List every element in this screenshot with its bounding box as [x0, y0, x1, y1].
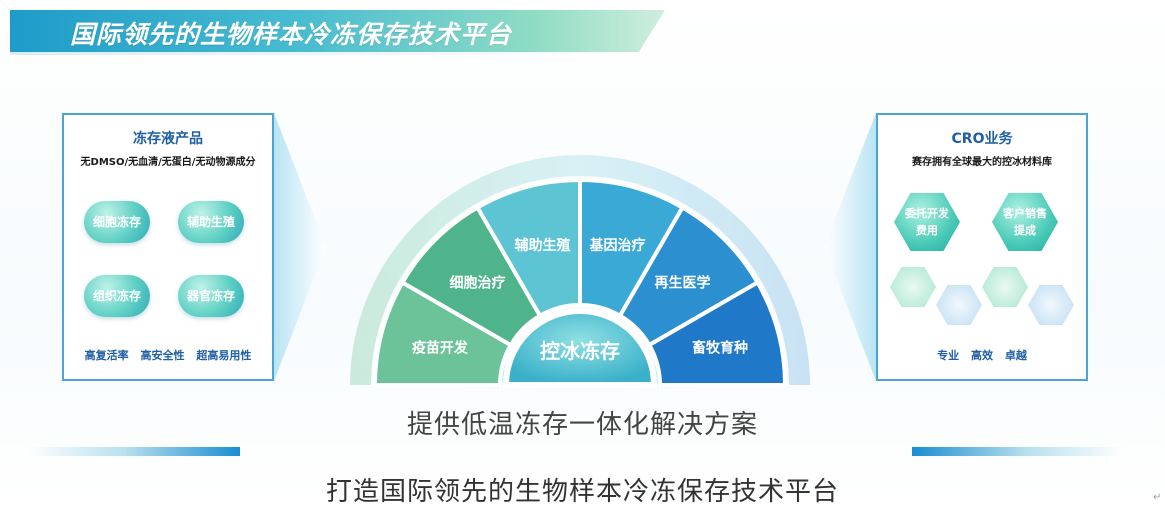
- wheel-segment-6: [646, 279, 788, 387]
- right-accent-bar: [912, 447, 1122, 456]
- wheel-segment-label-2: 细胞治疗: [449, 274, 505, 291]
- hex-contract-line2: 费用: [916, 224, 938, 237]
- hex-contract-development: 委托开发费用: [894, 193, 960, 251]
- molecule-hex-2: [936, 285, 982, 325]
- bubble-cell-cryo: 细胞冻存: [84, 201, 150, 243]
- hex-sales-line2: 提成: [1014, 224, 1036, 237]
- center-label: 控冰冻存: [540, 339, 620, 363]
- bubble-organ-cryo: 器官冻存: [178, 275, 244, 317]
- left-connector-arrow: [274, 113, 326, 381]
- hex-sales-line1: 客户销售: [1003, 207, 1047, 220]
- hex-contract-line1: 委托开发: [905, 207, 949, 220]
- tagline-platform: 打造国际领先的生物样本冷冻保存技术平台: [325, 477, 839, 505]
- wheel-segment-label-3: 辅助生殖: [514, 237, 570, 254]
- wheel-segment-label-6: 畜牧育种: [692, 339, 748, 356]
- tagline-solution: 提供低温冻存一体化解决方案: [406, 410, 758, 440]
- cro-title: CRO业务: [951, 131, 1013, 147]
- wheel-segment-label-1: 疫苗开发: [412, 339, 469, 356]
- cro-subtitle: 赛存拥有全球最大的控冰材料库: [912, 157, 1052, 168]
- wheel-segments: [372, 177, 788, 387]
- left-accent-bar: [30, 447, 240, 456]
- cryo-products-subtitle: 无DMSO/无血清/无蛋白/无动物源成分: [80, 157, 256, 168]
- right-connector-arrow: [824, 113, 876, 381]
- molecule-hex-1: [890, 267, 936, 307]
- cro-features: 专业 高效 卓越: [937, 349, 1027, 362]
- center-disc: [502, 308, 658, 388]
- cryo-products-panel: 冻存液产品 无DMSO/无血清/无蛋白/无动物源成分 细胞冻存 辅助生殖 组织冻…: [62, 113, 274, 381]
- back-arrow-icon[interactable]: ↵: [1153, 492, 1162, 503]
- banner-underline: [10, 52, 640, 55]
- molecule-hex-4: [1028, 285, 1074, 325]
- molecule-hex-3: [982, 267, 1028, 307]
- hex-sales-commission: 客户销售提成: [992, 193, 1058, 251]
- cryo-products-title: 冻存液产品: [133, 131, 203, 147]
- cro-panel: CRO业务 赛存拥有全球最大的控冰材料库 委托开发费用 客户销售提成 专业 高效…: [876, 113, 1088, 381]
- wheel-segment-label-4: 基因治疗: [590, 237, 646, 254]
- banner-title: 国际领先的生物样本冷冻保存技术平台: [70, 20, 513, 49]
- cryo-products-features: 高复活率 高安全性 超高易用性: [84, 349, 252, 362]
- bubble-assisted-reproduction: 辅助生殖: [178, 201, 244, 243]
- bubble-tissue-cryo: 组织冻存: [84, 275, 150, 317]
- title-banner: [10, 10, 665, 52]
- wheel-segment-label-5: 再生医学: [655, 274, 711, 291]
